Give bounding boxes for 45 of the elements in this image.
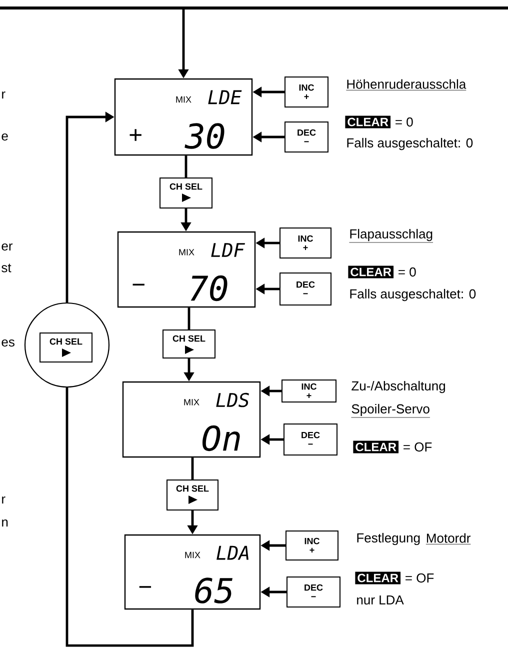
note-text: Falls ausgeschaltet: 0 [350,288,476,302]
connector-line [191,458,194,480]
value-text: = OF [406,573,434,583]
cut-off-text: er [2,243,13,251]
clear-key-label: CLEAR [353,440,399,454]
connector-line [184,156,188,178]
connector-line [188,308,190,330]
cut-off-text: r [2,496,6,504]
note-text: Falls ausgeschaltet: 0 [347,138,473,150]
key-button: DEC − [284,424,338,456]
value-text: = 0 [396,117,413,127]
select-key: CH SEL [160,178,212,208]
circle-shape [24,302,110,388]
cut-off-text: e [2,133,8,141]
cut-off-text: st [2,264,12,272]
heading-text: Spoiler-Servo [351,404,430,418]
connector-line [66,388,194,647]
key-button: INC + [280,228,332,258]
heading-text: Zu-/Abschaltung [352,380,446,394]
lcd-display: MIX LDE + 30 [114,78,253,156]
clear-key-label: CLEAR [345,116,391,128]
lcd-display: MIX LDA − 65 [124,534,261,610]
heading-text: Höhenruderausschla [346,79,466,90]
key-button: INC + [284,76,328,108]
heading-text: Flapausschlag [349,228,434,243]
note-text: nur LDA [357,595,404,605]
select-key: CH SEL [166,480,218,510]
key-button: INC + [282,380,336,402]
cut-off-text: n [2,520,8,526]
value-text: = 0 [398,267,416,277]
lcd-display: MIX LDS On [122,381,261,458]
select-key: CH SEL [40,332,92,362]
value-text: = OF [404,442,432,452]
cut-off-text: es [2,339,14,347]
key-button: DEC − [286,576,340,608]
clear-key-label: CLEAR [355,572,401,584]
key-button: DEC − [280,272,332,306]
cut-off-text: r [2,92,6,98]
heading-text: Motordr [426,533,471,544]
lcd-display: MIX LDF − 70 [117,231,256,308]
select-key: CH SEL [162,330,216,358]
heading-text: Festlegung [357,532,420,546]
clear-key-label: CLEAR [348,266,394,278]
key-button: DEC − [284,122,328,152]
key-button: INC + [286,530,338,560]
